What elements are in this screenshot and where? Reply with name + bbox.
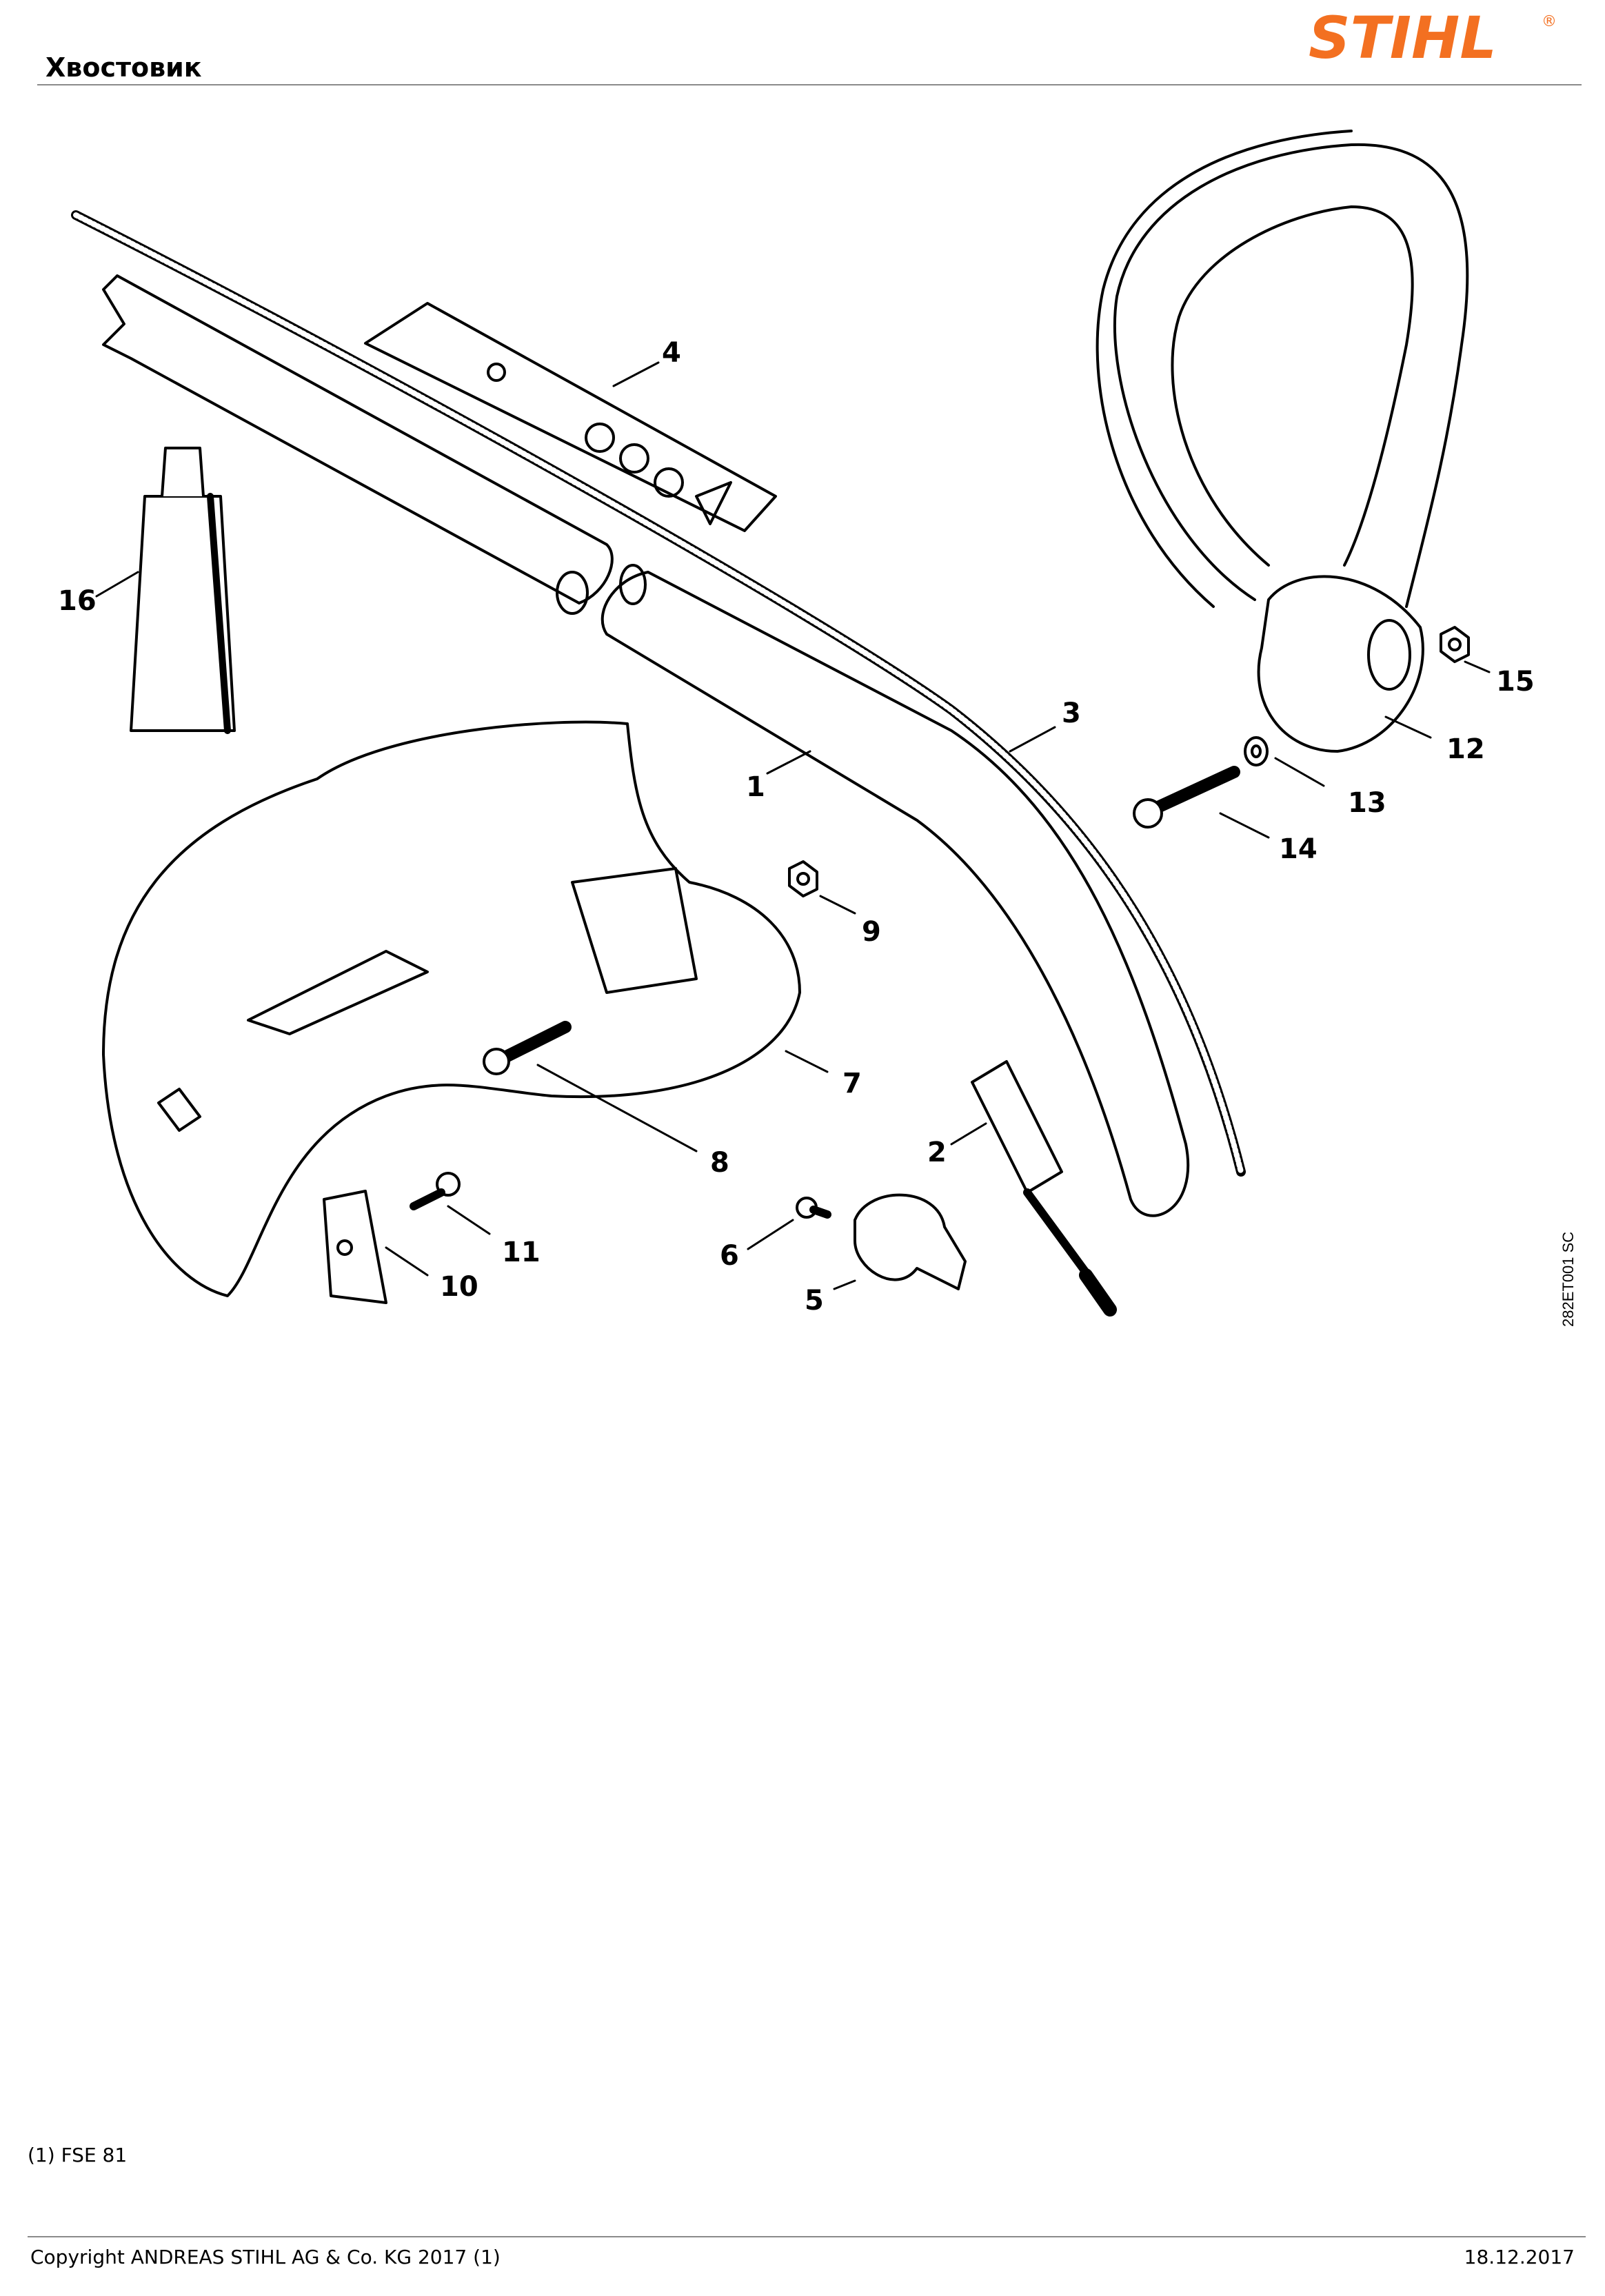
page-title: Хвостовик	[46, 52, 202, 83]
callout-13: 13	[1348, 787, 1386, 819]
callout-12: 12	[1446, 733, 1485, 765]
callout-leaders	[95, 361, 1491, 1290]
callout-5: 5	[805, 1285, 824, 1317]
screw-6	[796, 1197, 831, 1219]
callout-8: 8	[710, 1147, 729, 1179]
callout-14: 14	[1279, 833, 1318, 865]
callout-15: 15	[1496, 666, 1535, 698]
plate-part	[323, 1190, 387, 1304]
stihl-logo: STIHL ®	[1309, 4, 1557, 72]
callout-labels: 1 2 3 4 5 6 7 8 9 10 11 12 13 14 15 16	[58, 337, 1535, 1317]
grease-tube-part	[130, 447, 236, 734]
callout-2: 2	[927, 1137, 947, 1168]
callout-1: 1	[746, 771, 765, 803]
callout-10: 10	[440, 1271, 478, 1303]
print-date: 18.12.2017	[1464, 2246, 1575, 2268]
screw-14	[1133, 766, 1240, 829]
copyright-text: Copyright ANDREAS STIHL AG & Co. KG 2017…	[30, 2246, 501, 2268]
callout-11: 11	[502, 1237, 541, 1268]
header-divider	[37, 84, 1582, 85]
logo-text: STIHL	[1309, 4, 1497, 72]
callout-3: 3	[1062, 698, 1081, 729]
callout-9: 9	[862, 916, 881, 948]
exploded-parts-diagram: 1 2 3 4 5 6 7 8 9 10 11 12 13 14 15 16 2…	[58, 130, 1577, 1327]
loop-handle-part	[1096, 130, 1469, 753]
deflector-part	[102, 720, 801, 1297]
screw-8	[483, 1021, 572, 1075]
callout-16: 16	[58, 585, 97, 617]
footer-divider	[28, 2236, 1586, 2237]
tube-part	[102, 274, 1190, 1217]
hex-nut-9	[788, 860, 818, 897]
hex-nut-15	[1440, 626, 1470, 663]
registered-mark: ®	[1542, 13, 1557, 30]
screw-11	[410, 1172, 461, 1210]
callout-7: 7	[842, 1068, 862, 1099]
callout-6: 6	[720, 1240, 739, 1272]
drawing-code: 282ET001 SC	[1559, 1232, 1577, 1327]
washer-13	[1244, 736, 1269, 766]
drive-shaft-part	[71, 210, 1246, 1177]
bearing-sleeve-part	[971, 1060, 1117, 1317]
footnote: (1) FSE 81	[28, 2144, 128, 2166]
callout-4: 4	[662, 337, 681, 369]
warning-label-part	[364, 302, 777, 532]
clamp-part	[854, 1193, 967, 1290]
